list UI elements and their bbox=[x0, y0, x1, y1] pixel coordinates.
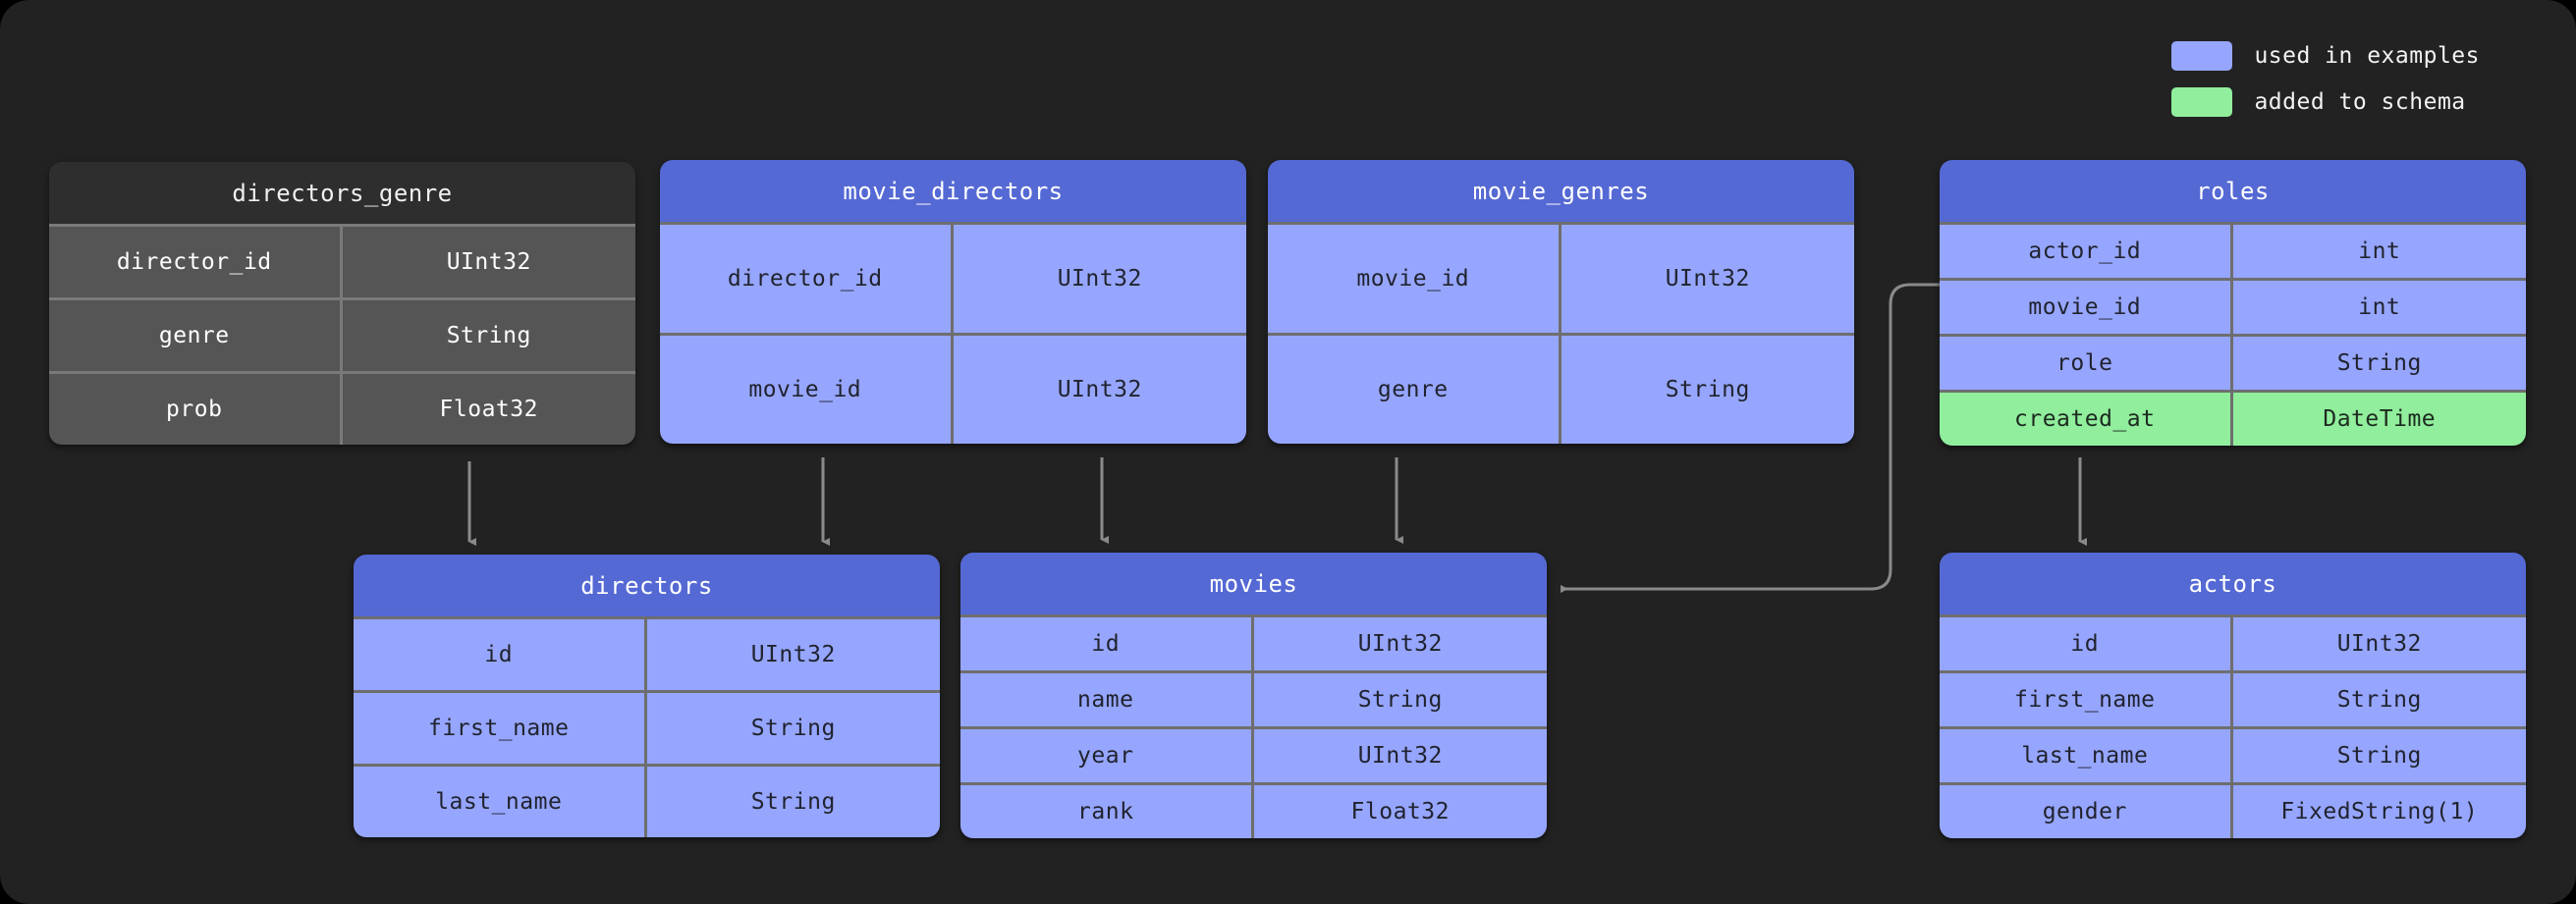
table-title-directors: directors bbox=[354, 555, 940, 616]
table-title-directors-genre: directors_genre bbox=[49, 162, 635, 224]
column-type: String bbox=[2336, 350, 2422, 376]
column-type: UInt32 bbox=[1357, 743, 1443, 769]
column-name: movie_id bbox=[1268, 225, 1562, 333]
column-name: created_at bbox=[1940, 393, 2233, 446]
table-row[interactable]: rank Float32 bbox=[960, 782, 1547, 838]
table-row[interactable]: id UInt32 bbox=[960, 614, 1547, 670]
table-title-movie-genres: movie_genres bbox=[1268, 160, 1854, 222]
legend-label-used-in-examples: used in examples bbox=[2254, 43, 2480, 69]
column-type: int bbox=[2358, 239, 2401, 264]
table-row[interactable]: id UInt32 bbox=[1940, 614, 2526, 670]
table-row[interactable]: name String bbox=[960, 670, 1547, 726]
table-row[interactable]: first_name String bbox=[1940, 670, 2526, 726]
table-row[interactable]: year UInt32 bbox=[960, 726, 1547, 782]
table-row[interactable]: first_name String bbox=[354, 690, 940, 764]
legend-label-added-to-schema: added to schema bbox=[2254, 89, 2466, 115]
column-name: director_id bbox=[660, 225, 954, 333]
table-directors-genre[interactable]: directors_genre director_id UInt32 genre… bbox=[49, 162, 635, 445]
column-name: actor_id bbox=[1940, 225, 2233, 278]
column-type: UInt32 bbox=[1057, 266, 1142, 292]
column-name: movie_id bbox=[1940, 281, 2233, 334]
column-name: genre bbox=[49, 300, 343, 371]
table-roles[interactable]: roles actor_id int movie_id int role Str… bbox=[1940, 160, 2526, 446]
column-type: String bbox=[2336, 743, 2422, 769]
table-row[interactable]: actor_id int bbox=[1940, 222, 2526, 278]
column-type: String bbox=[750, 716, 836, 741]
column-type: String bbox=[750, 789, 836, 815]
column-name: first_name bbox=[354, 693, 647, 764]
column-type: UInt32 bbox=[750, 642, 836, 667]
column-name: name bbox=[960, 673, 1254, 726]
column-name: director_id bbox=[49, 227, 343, 297]
column-type: DateTime bbox=[2323, 406, 2437, 432]
column-name: last_name bbox=[354, 767, 647, 837]
column-type: UInt32 bbox=[1057, 377, 1142, 402]
table-row[interactable]: director_id UInt32 bbox=[49, 224, 635, 297]
table-movie-genres[interactable]: movie_genres movie_id UInt32 genre Strin… bbox=[1268, 160, 1854, 444]
column-name: rank bbox=[960, 785, 1254, 838]
table-row-added[interactable]: created_at DateTime bbox=[1940, 390, 2526, 446]
column-type: UInt32 bbox=[1357, 631, 1443, 657]
column-name: id bbox=[960, 617, 1254, 670]
column-type: FixedString(1) bbox=[2280, 799, 2479, 824]
table-row[interactable]: movie_id int bbox=[1940, 278, 2526, 334]
column-type: String bbox=[1665, 377, 1750, 402]
column-type: UInt32 bbox=[1665, 266, 1750, 292]
column-name: genre bbox=[1268, 336, 1562, 444]
table-title-actors: actors bbox=[1940, 553, 2526, 614]
table-row[interactable]: id UInt32 bbox=[354, 616, 940, 690]
column-name: year bbox=[960, 729, 1254, 782]
table-row[interactable]: genre String bbox=[49, 297, 635, 371]
column-name: prob bbox=[49, 374, 343, 445]
table-row[interactable]: movie_id UInt32 bbox=[660, 333, 1246, 444]
column-name: id bbox=[1940, 617, 2233, 670]
legend-swatch-added-to-schema bbox=[2171, 87, 2233, 117]
table-row[interactable]: movie_id UInt32 bbox=[1268, 222, 1854, 333]
column-name: first_name bbox=[1940, 673, 2233, 726]
column-type: String bbox=[1357, 687, 1443, 713]
column-type: UInt32 bbox=[446, 249, 531, 275]
column-name: role bbox=[1940, 337, 2233, 390]
table-title-roles: roles bbox=[1940, 160, 2526, 222]
table-row[interactable]: role String bbox=[1940, 334, 2526, 390]
column-type: Float32 bbox=[1350, 799, 1450, 824]
column-type: int bbox=[2358, 294, 2401, 320]
column-type: String bbox=[2336, 687, 2422, 713]
legend-item-used-in-examples: used in examples bbox=[2171, 41, 2480, 71]
column-name: gender bbox=[1940, 785, 2233, 838]
legend-swatch-used-in-examples bbox=[2171, 41, 2233, 71]
table-directors[interactable]: directors id UInt32 first_name String la… bbox=[354, 555, 940, 837]
legend-item-added-to-schema: added to schema bbox=[2171, 87, 2465, 117]
legend: used in examples added to schema bbox=[2171, 41, 2480, 117]
column-name: id bbox=[354, 619, 647, 690]
table-actors[interactable]: actors id UInt32 first_name String last_… bbox=[1940, 553, 2526, 838]
table-title-movie-directors: movie_directors bbox=[660, 160, 1246, 222]
table-row[interactable]: director_id UInt32 bbox=[660, 222, 1246, 333]
column-name: last_name bbox=[1940, 729, 2233, 782]
table-movies[interactable]: movies id UInt32 name String year UInt32… bbox=[960, 553, 1547, 838]
table-row[interactable]: last_name String bbox=[354, 764, 940, 837]
column-type: String bbox=[446, 323, 531, 348]
table-title-movies: movies bbox=[960, 553, 1547, 614]
table-movie-directors[interactable]: movie_directors director_id UInt32 movie… bbox=[660, 160, 1246, 444]
table-row[interactable]: gender FixedString(1) bbox=[1940, 782, 2526, 838]
table-row[interactable]: last_name String bbox=[1940, 726, 2526, 782]
column-name: movie_id bbox=[660, 336, 954, 444]
column-type: Float32 bbox=[439, 397, 538, 422]
table-row[interactable]: genre String bbox=[1268, 333, 1854, 444]
table-row[interactable]: prob Float32 bbox=[49, 371, 635, 445]
column-type: UInt32 bbox=[2336, 631, 2422, 657]
